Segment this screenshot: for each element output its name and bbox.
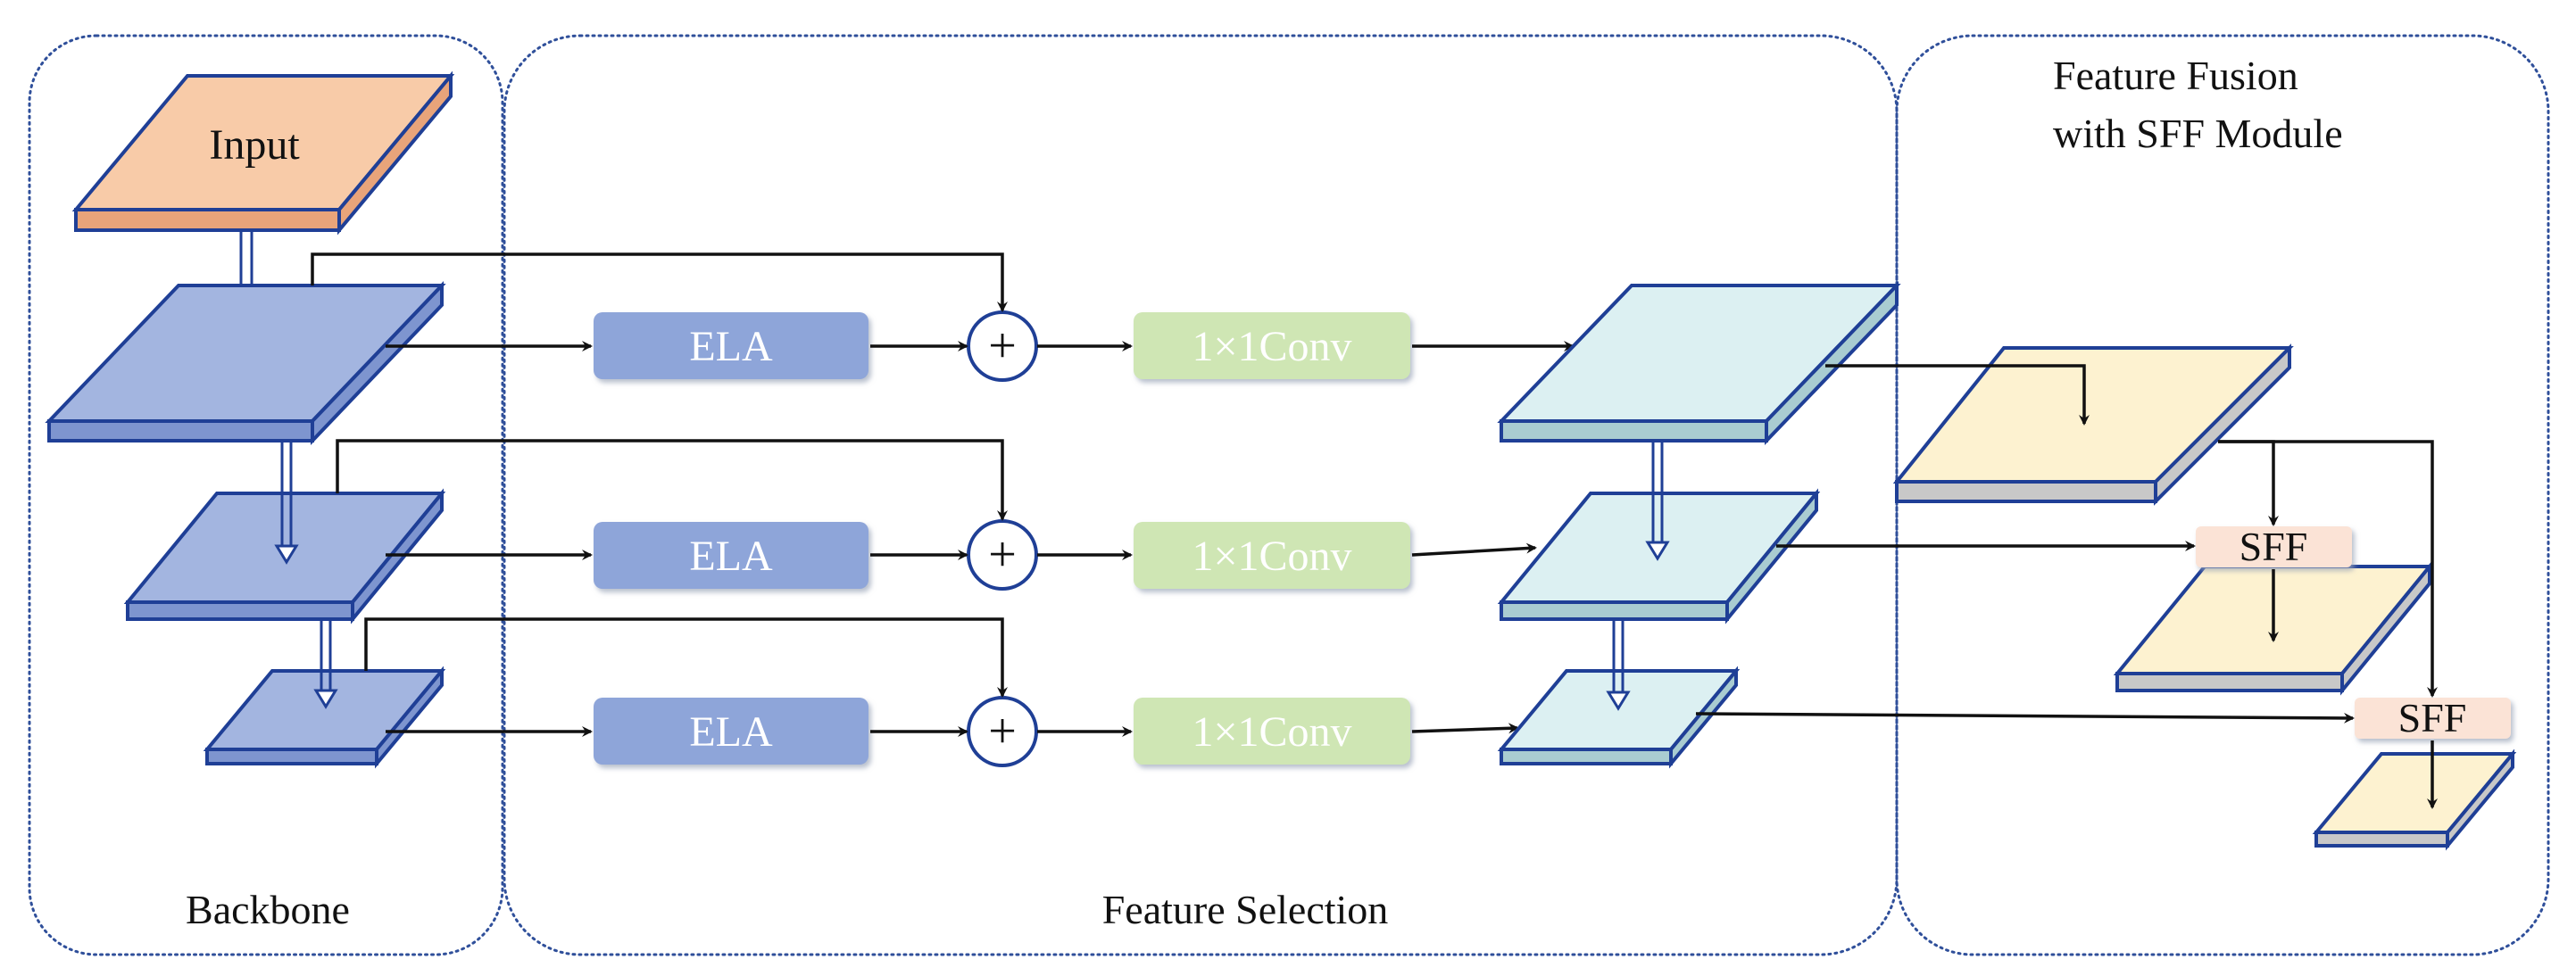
feature-selection-label: Feature Selection	[1102, 887, 1389, 932]
sff-label-1: SFF	[2239, 524, 2308, 569]
backbone-slab-3	[203, 666, 446, 769]
ela-block-3	[594, 698, 868, 765]
conv-label-3: 1×1Conv	[1192, 708, 1351, 756]
backbone-slab-1	[45, 281, 446, 445]
input-slab: Input	[71, 70, 455, 236]
plus-symbol-1: +	[988, 318, 1017, 374]
conv-block-2	[1134, 522, 1410, 589]
plus-symbol-3: +	[988, 704, 1017, 759]
flow-arrows-row-1	[311, 252, 1575, 352]
ela-label-3: ELA	[689, 708, 773, 756]
plus-symbol-2: +	[988, 527, 1017, 583]
conv-block-3	[1134, 698, 1410, 765]
ela-label-2: ELA	[689, 533, 773, 580]
backbone-panel	[28, 34, 504, 956]
backbone-label: Backbone	[186, 887, 350, 932]
add-node-3: +	[967, 696, 1038, 767]
conv-label-2: 1×1Conv	[1192, 533, 1351, 580]
sff-label-2: SFF	[2398, 695, 2467, 740]
ela-label-1: ELA	[689, 323, 773, 370]
fusion-arrows	[1695, 364, 2438, 809]
backbone-down-arrows	[239, 232, 338, 709]
selection-slab-1	[1497, 281, 1901, 445]
feature-fusion-title: Feature Fusion	[2053, 53, 2298, 98]
feature-fusion-subtitle: with SFF Module	[2053, 111, 2343, 156]
fusion-slab-1	[1892, 343, 2294, 506]
sff-block-1	[2196, 526, 2352, 567]
selection-slab-3	[1497, 666, 1741, 769]
fusion-slab-3	[2312, 749, 2517, 851]
conv-block-1	[1134, 312, 1410, 379]
ela-block-2	[594, 522, 868, 589]
conv-label-1: 1×1Conv	[1192, 323, 1351, 370]
flow-arrows-row-3	[364, 617, 1519, 737]
add-node-1: +	[967, 310, 1038, 382]
selection-down-arrows	[1606, 443, 1670, 711]
ela-block-1	[594, 312, 868, 379]
input-label: Input	[209, 121, 300, 169]
sff-block-2	[2355, 698, 2511, 739]
flow-arrows-row-2	[336, 439, 1537, 560]
add-node-2: +	[967, 519, 1038, 591]
